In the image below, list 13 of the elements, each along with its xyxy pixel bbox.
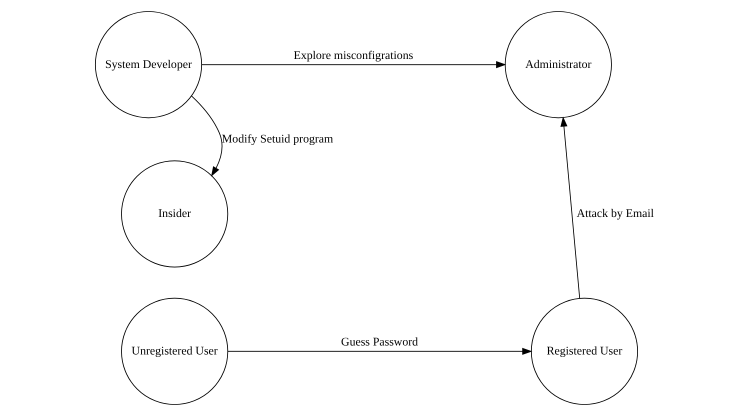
arrow xyxy=(190,96,222,177)
node-circle: Registered User xyxy=(530,298,638,405)
node-circle: System Developer xyxy=(94,11,202,118)
arrow xyxy=(560,116,580,299)
node-circle: Insider xyxy=(120,160,228,268)
node-circle: Administrator xyxy=(504,11,612,118)
arrow xyxy=(200,61,506,68)
edge-label: Explore misconfigrations xyxy=(293,48,413,62)
arrow xyxy=(226,348,532,355)
node-circle: Unregistered User xyxy=(120,298,228,405)
edge-label: Guess Password xyxy=(340,334,418,349)
edge-label: Attack by Email xyxy=(576,206,654,220)
edge-label: Modify Setuid program xyxy=(221,131,333,146)
